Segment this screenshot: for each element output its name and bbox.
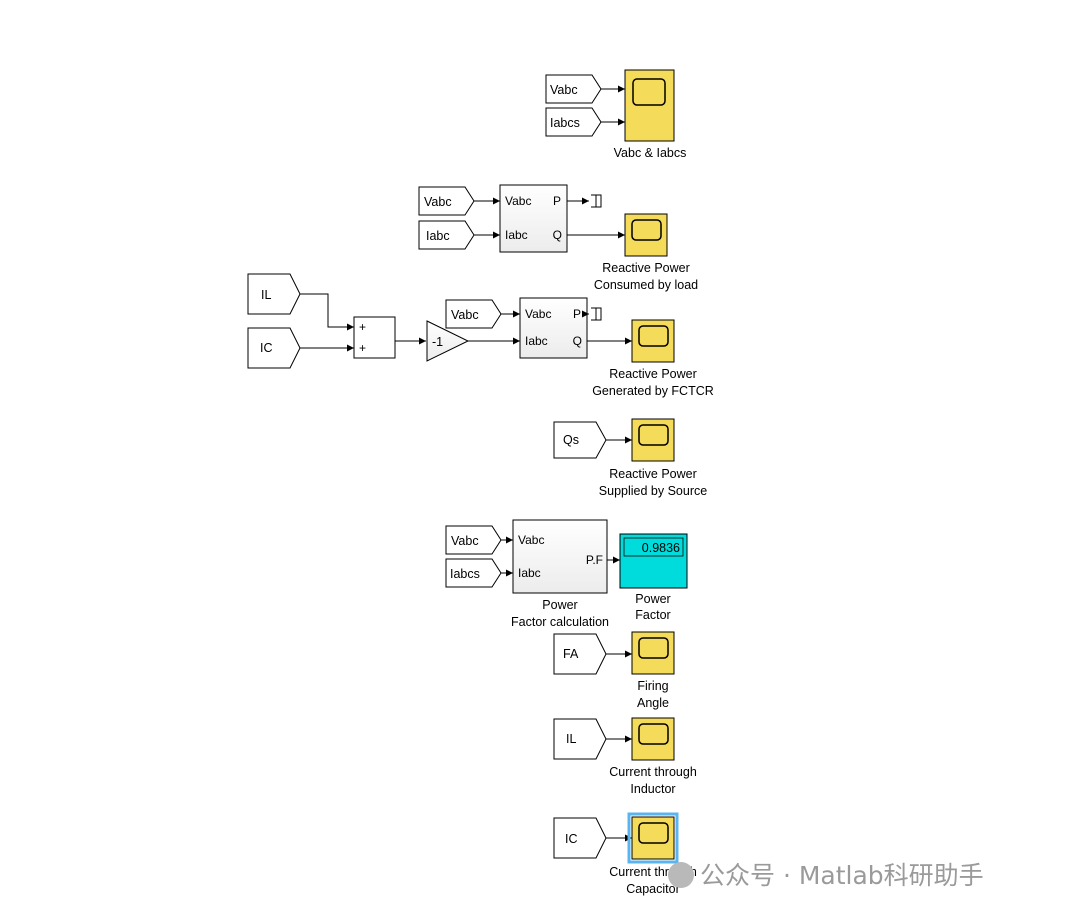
from-tag-label: Iabc	[426, 229, 450, 243]
block-label: Factor calculation	[511, 615, 609, 629]
port-in-label: Vabc	[525, 307, 551, 321]
from-tag-iabc[interactable]: Iabc	[418, 220, 475, 250]
display-block[interactable]: 0.9836	[619, 533, 688, 589]
power-factor-calculation-block[interactable]: Vabc Iabc P.F	[512, 519, 608, 594]
scope-label: Capacitor	[626, 882, 680, 896]
wechat-logo-icon	[668, 862, 694, 888]
group-power-factor: Vabc Iabcs Vabc Iabc P.F Power Factor ca…	[445, 519, 688, 629]
scope-label: Reactive Power	[609, 467, 697, 481]
scope-inductor-current[interactable]	[631, 717, 675, 761]
from-tag-label: IC	[260, 341, 273, 355]
from-tag-fa[interactable]: FA	[553, 633, 607, 675]
signal-line[interactable]	[300, 293, 354, 331]
port-out-label: Q	[573, 334, 582, 348]
group-vabc-iabcs: Vabc Iabcs Vabc & Iabcs	[545, 69, 687, 160]
from-tag-label: IL	[566, 732, 576, 746]
scope-label: Generated by FCTCR	[592, 384, 714, 398]
display-label: Factor	[635, 608, 670, 622]
from-tag-label: Iabcs	[450, 567, 480, 581]
from-tag-iabcs-pf[interactable]: Iabcs	[445, 558, 502, 588]
scope-label: Supplied by Source	[599, 484, 707, 498]
from-tag-label: Vabc	[424, 195, 452, 209]
from-tag-vabc[interactable]: Vabc	[418, 186, 475, 216]
scope-qs[interactable]	[631, 418, 675, 462]
port-out-label: P	[573, 307, 581, 321]
scope-label: Angle	[637, 696, 669, 710]
scope-screen-icon	[632, 78, 666, 106]
pq-measurement-block-fctcr[interactable]: Vabc Iabc P Q	[519, 297, 588, 359]
port-out-label: Q	[553, 228, 562, 242]
goto-tag-iabcs[interactable]: Iabcs	[545, 107, 602, 137]
group-inductor-current: IL Current through Inductor	[553, 717, 697, 796]
display-label: Power	[635, 592, 670, 606]
scope-screen-icon	[638, 822, 669, 844]
from-tag-label: Vabc	[451, 308, 479, 322]
gain-block[interactable]: -1	[426, 320, 470, 362]
from-tag-vabc-pf[interactable]: Vabc	[445, 525, 502, 555]
goto-tag-label: Iabcs	[550, 116, 580, 130]
port-in-label: Vabc	[518, 533, 544, 547]
goto-tag-label: Vabc	[550, 83, 578, 97]
scope-screen-icon	[638, 723, 669, 745]
scope-label: Current through	[609, 765, 697, 779]
from-tag-ic-scope[interactable]: IC	[553, 817, 607, 859]
scope-reactive-load[interactable]	[624, 213, 668, 257]
from-tag-label: IC	[565, 832, 578, 846]
scope-vabc-iabcs[interactable]	[624, 69, 675, 142]
from-tag-il[interactable]: IL	[247, 273, 301, 315]
group-reactive-load: Vabc Iabc Vabc Iabc P Q Reactive Power C…	[418, 184, 698, 292]
port-in-label: Iabc	[525, 334, 548, 348]
scope-reactive-fctcr[interactable]	[631, 319, 675, 363]
group-firing-angle: FA Firing Angle	[553, 631, 675, 710]
scope-screen-icon	[638, 637, 669, 659]
from-tag-il-scope[interactable]: IL	[553, 718, 607, 760]
terminator[interactable]	[591, 307, 602, 321]
gain-value: -1	[432, 335, 443, 349]
sum-block[interactable]: + +	[353, 316, 396, 359]
pq-measurement-block-load[interactable]: Vabc Iabc P Q	[499, 184, 568, 253]
scope-screen-icon	[631, 219, 662, 241]
scope-label: Reactive Power	[602, 261, 690, 275]
scope-capacitor-current[interactable]	[627, 812, 679, 864]
watermark: 公众号 · Matlab科研助手	[668, 856, 984, 892]
selection-highlight	[627, 812, 679, 864]
port-out-label: P	[553, 194, 561, 208]
from-tag-vabc-fctcr[interactable]: Vabc	[445, 299, 502, 329]
from-tag-label: FA	[563, 647, 579, 661]
port-in-label: Iabc	[505, 228, 528, 242]
scope-screen-icon	[638, 325, 669, 347]
watermark-text: 公众号 · Matlab科研助手	[700, 861, 984, 890]
scope-label: Consumed by load	[594, 278, 698, 292]
from-tag-label: Vabc	[451, 534, 479, 548]
port-out-label: P.F	[586, 553, 603, 567]
group-capacitor-current: IC Current through Capacitor	[553, 812, 697, 896]
display-value: 0.9836	[642, 541, 680, 555]
from-tag-qs[interactable]: Qs	[553, 421, 607, 459]
terminator[interactable]	[591, 194, 602, 208]
group-reactive-fctcr: IL IC + + -1 Vabc Vabc Iabc P Q	[247, 273, 714, 398]
block-label: Power	[542, 598, 577, 612]
port-in-label: Vabc	[505, 194, 531, 208]
group-qs: Qs Reactive Power Supplied by Source	[553, 418, 707, 498]
from-tag-label: Qs	[563, 433, 579, 447]
goto-tag-vabc[interactable]: Vabc	[545, 74, 602, 104]
scope-firing-angle[interactable]	[631, 631, 675, 675]
scope-label: Vabc & Iabcs	[614, 146, 687, 160]
scope-label: Firing	[637, 679, 668, 693]
from-tag-ic[interactable]: IC	[247, 327, 301, 369]
scope-screen-icon	[638, 424, 669, 446]
port-in-label: Iabc	[518, 566, 541, 580]
scope-label: Inductor	[630, 782, 675, 796]
scope-label: Reactive Power	[609, 367, 697, 381]
sum-sign: +	[359, 320, 366, 334]
from-tag-label: IL	[261, 288, 271, 302]
sum-sign: +	[359, 341, 366, 355]
